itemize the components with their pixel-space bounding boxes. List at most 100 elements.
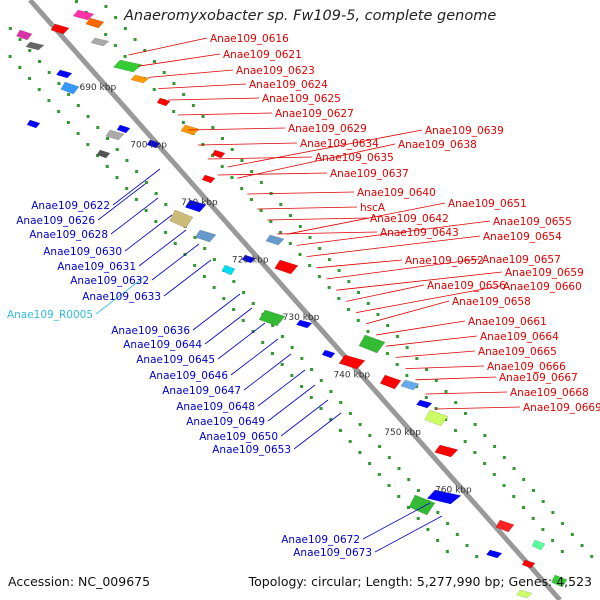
gene-feature-arrow[interactable]: [265, 234, 285, 246]
gene-feature-arrow[interactable]: [495, 519, 515, 533]
gene-feature-arrow[interactable]: [379, 374, 402, 390]
gene-feature-arrow[interactable]: [156, 97, 171, 107]
gene-feature-arrow[interactable]: [55, 69, 73, 79]
gene-label[interactable]: Anae109_0623: [236, 65, 315, 77]
gene-label[interactable]: Anae109_0658: [452, 296, 531, 308]
gene-label[interactable]: Anae109_0652: [405, 255, 484, 267]
leader-line: [415, 376, 497, 381]
gene-label[interactable]: Anae109_0629: [288, 123, 367, 135]
gene-feature-arrow[interactable]: [485, 549, 503, 559]
gene-label[interactable]: Anae109_0632: [70, 275, 149, 287]
gene-label[interactable]: Anae109_0635: [315, 152, 394, 164]
gene-feature-arrow[interactable]: [274, 259, 299, 275]
gene-label[interactable]: Anae109_0631: [57, 261, 136, 273]
gene-label[interactable]: Anae109_0643: [380, 227, 459, 239]
leader-line: [163, 259, 212, 297]
gene-feature-arrow[interactable]: [551, 574, 568, 588]
gene-label[interactable]: Anae109_0637: [330, 168, 409, 180]
gene-feature-arrow[interactable]: [321, 349, 336, 359]
gene-label[interactable]: Anae109_0657: [482, 254, 561, 266]
gene-feature-arrow[interactable]: [408, 494, 436, 516]
gene-feature-arrow[interactable]: [426, 489, 462, 505]
gene-label[interactable]: Anae109_0630: [43, 246, 122, 258]
gene-label[interactable]: Anae109_0667: [499, 372, 578, 384]
gene-feature-arrow[interactable]: [25, 41, 45, 51]
gene-feature-arrow[interactable]: [169, 209, 194, 229]
gene-label[interactable]: Anae109_0656: [427, 280, 506, 292]
gene-label[interactable]: Anae109_0660: [503, 281, 582, 293]
gene-label[interactable]: Anae109_0659: [505, 267, 584, 279]
gene-label[interactable]: Anae109_0638: [398, 139, 477, 151]
gene-feature-arrow[interactable]: [130, 74, 150, 84]
gene-feature-arrow[interactable]: [194, 229, 217, 243]
gene-label[interactable]: Anae109_0640: [357, 187, 436, 199]
track-dot: [434, 407, 438, 410]
gene-feature-arrow[interactable]: [184, 199, 207, 213]
gene-feature-arrow[interactable]: [211, 149, 226, 159]
gene-feature-arrow[interactable]: [295, 319, 313, 329]
gene-label[interactable]: Anae109_0644: [123, 339, 202, 351]
gene-label[interactable]: Anae109_0645: [136, 354, 215, 366]
track-dot: [444, 418, 448, 421]
gene-label[interactable]: Anae109_0622: [31, 200, 110, 212]
gene-label[interactable]: Anae109_0636: [111, 325, 190, 337]
gene-label[interactable]: Anae109_0627: [275, 108, 354, 120]
gene-feature-arrow[interactable]: [112, 59, 143, 73]
gene-label[interactable]: Anae109_0648: [176, 401, 255, 413]
gene-feature-arrow[interactable]: [60, 81, 80, 95]
gene-label[interactable]: Anae109_0650: [199, 431, 278, 443]
gene-label[interactable]: Anae109_0621: [223, 49, 302, 61]
gene-label[interactable]: Anae109_0661: [468, 316, 547, 328]
gene-feature-arrow[interactable]: [515, 589, 533, 599]
gene-label[interactable]: Anae109_0625: [262, 93, 341, 105]
gene-feature-arrow[interactable]: [521, 559, 536, 569]
gene-feature-arrow[interactable]: [424, 409, 449, 427]
gene-feature-arrow[interactable]: [146, 139, 161, 149]
track-dot: [453, 429, 457, 432]
gene-feature-arrow[interactable]: [116, 124, 131, 134]
gene-label[interactable]: Anae109_0655: [493, 216, 572, 228]
gene-feature-arrow[interactable]: [72, 9, 95, 21]
gene-label[interactable]: Anae109_0672: [281, 534, 360, 546]
gene-label[interactable]: Anae109_0669: [523, 402, 600, 414]
gene-feature-arrow[interactable]: [434, 444, 459, 458]
gene-label[interactable]: Anae109_0624: [249, 79, 328, 91]
gene-feature-arrow[interactable]: [415, 399, 433, 409]
gene-label[interactable]: Anae109_0634: [300, 138, 379, 150]
gene-feature-arrow[interactable]: [50, 23, 70, 35]
gene-feature-arrow[interactable]: [201, 174, 216, 184]
gene-label[interactable]: Anae109_0651: [448, 198, 527, 210]
gene-feature-arrow[interactable]: [358, 334, 386, 354]
track-dot: [144, 209, 148, 212]
gene-feature-arrow[interactable]: [241, 254, 256, 264]
gene-label[interactable]: Anae109_0666: [487, 361, 566, 373]
gene-feature-arrow[interactable]: [338, 354, 366, 370]
gene-label[interactable]: Anae109_0673: [293, 547, 372, 559]
gene-label[interactable]: Anae109_0649: [186, 416, 265, 428]
gene-feature-arrow[interactable]: [258, 309, 286, 327]
gene-label[interactable]: Anae109_0639: [425, 125, 504, 137]
gene-feature-arrow[interactable]: [105, 129, 125, 141]
gene-label[interactable]: Anae109_0653: [212, 444, 291, 456]
gene-feature-arrow[interactable]: [221, 264, 236, 276]
gene-label[interactable]: Anae109_0628: [29, 229, 108, 241]
gene-label[interactable]: Anae109_0633: [82, 291, 161, 303]
gene-label[interactable]: Anae109_0646: [149, 370, 228, 382]
gene-label[interactable]: Anae109_0616: [210, 33, 289, 45]
gene-feature-arrow[interactable]: [16, 29, 33, 41]
gene-label[interactable]: Anae109_0626: [16, 215, 95, 227]
gene-feature-arrow[interactable]: [90, 37, 110, 47]
gene-feature-arrow[interactable]: [400, 379, 420, 391]
gene-feature-arrow[interactable]: [531, 539, 546, 551]
gene-label[interactable]: Anae109_R0005: [7, 309, 93, 321]
gene-label[interactable]: Anae109_0665: [478, 346, 557, 358]
gene-label[interactable]: hscA: [360, 202, 386, 214]
gene-label[interactable]: Anae109_0642: [370, 213, 449, 225]
gene-feature-arrow[interactable]: [85, 17, 105, 29]
gene-label[interactable]: Anae109_0647: [162, 385, 241, 397]
gene-label[interactable]: Anae109_0668: [510, 387, 589, 399]
gene-label[interactable]: Anae109_0654: [483, 231, 562, 243]
gene-feature-arrow[interactable]: [96, 149, 111, 159]
gene-label[interactable]: Anae109_0664: [480, 331, 559, 343]
gene-feature-arrow[interactable]: [26, 119, 41, 129]
